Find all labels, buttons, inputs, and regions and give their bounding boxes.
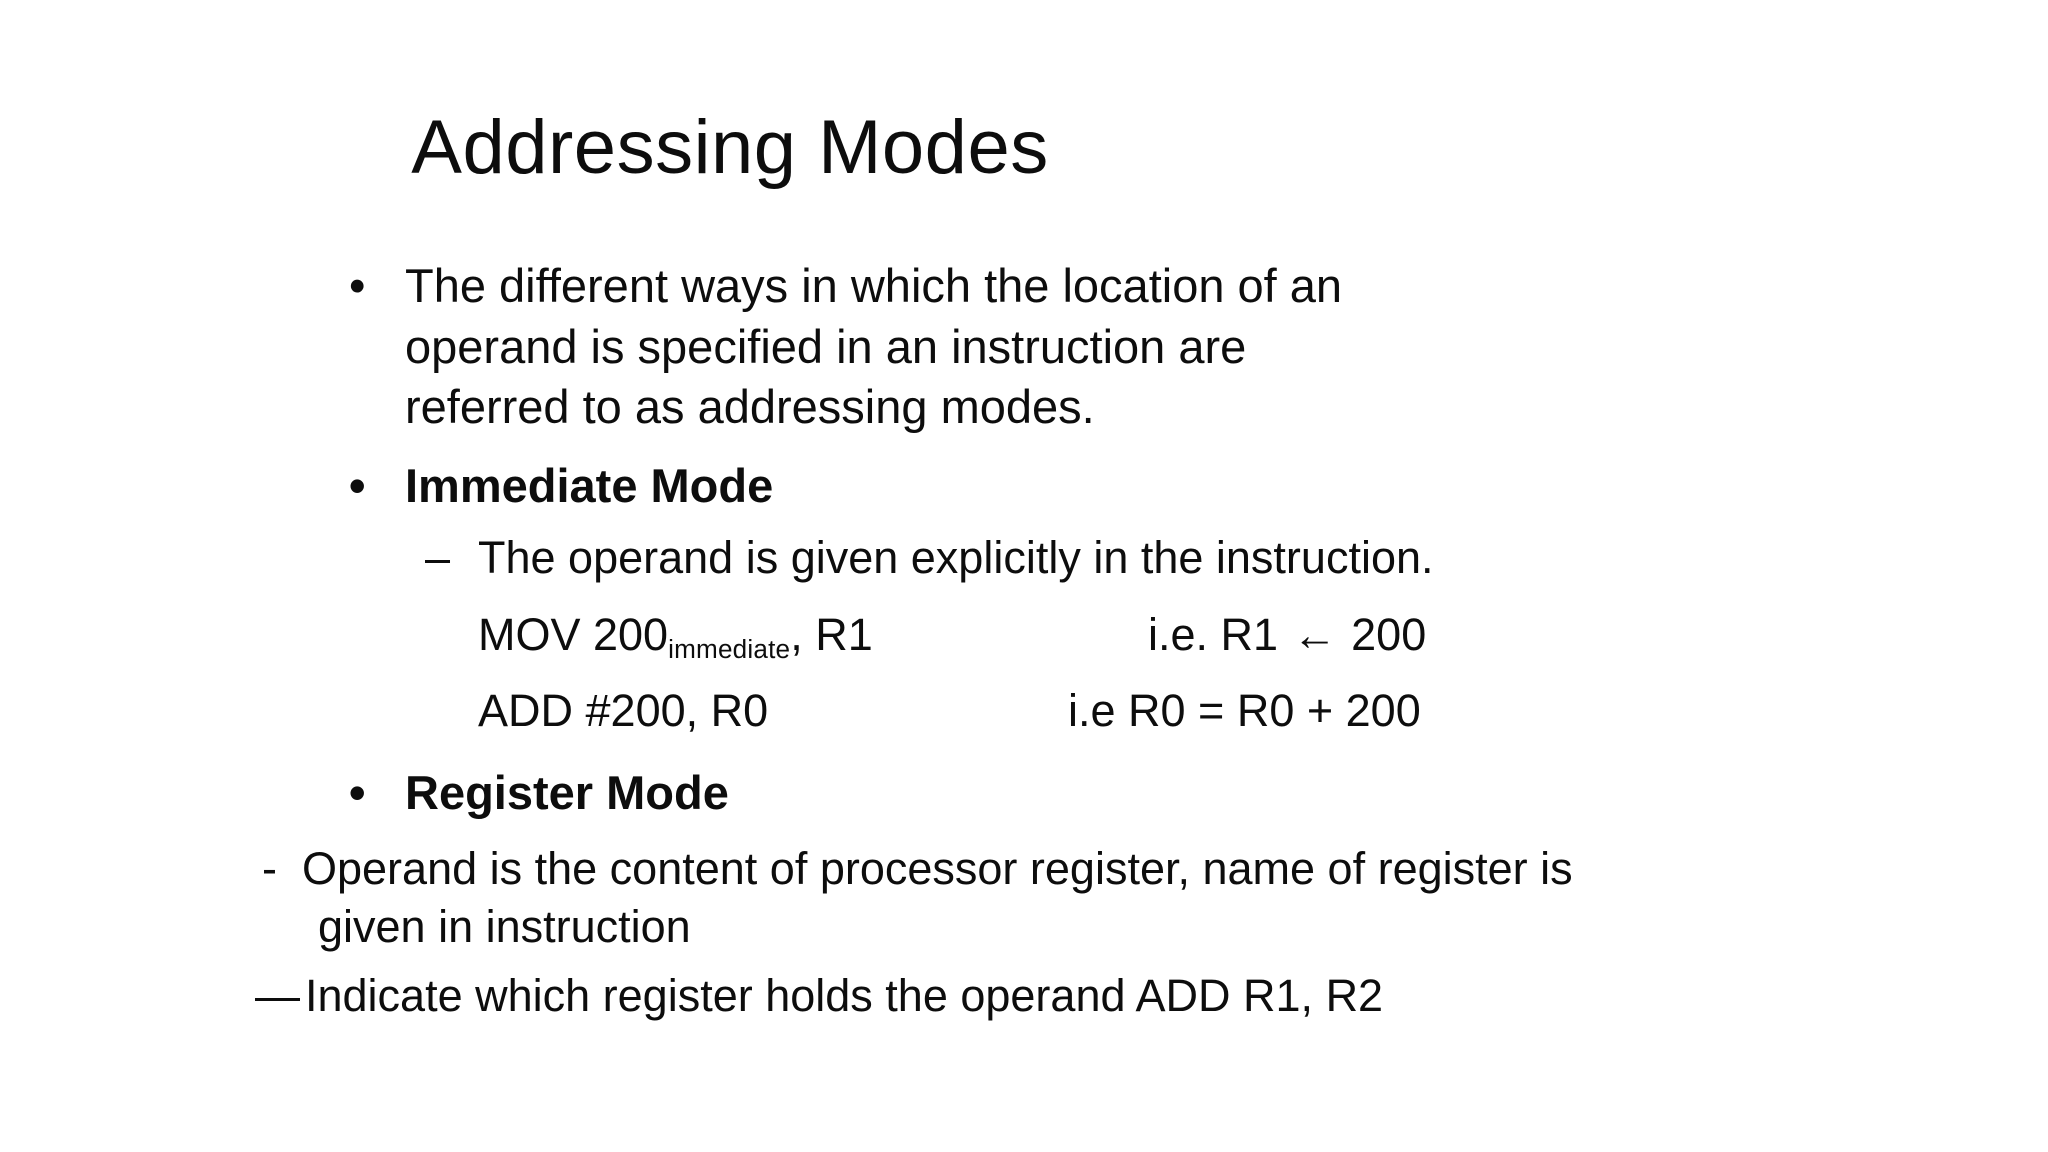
dash-marker-icon: –	[425, 531, 451, 583]
example-mov-comment: i.e. R1 ← 200	[1148, 597, 1426, 674]
spacer	[0, 587, 2048, 597]
page-title: Addressing Modes	[411, 105, 1049, 190]
bullet-register-mode: • Register Mode	[0, 763, 2048, 824]
register-mode-line-1-continuation-text: given in instruction	[318, 901, 691, 953]
bullet-intro-text: The different ways in which the location…	[405, 259, 1343, 434]
spacer	[0, 749, 2048, 763]
slide-body: • The different ways in which the locati…	[0, 256, 2048, 1025]
em-dash-marker-icon: —	[255, 969, 300, 1021]
register-mode-line-2: — Indicate which register holds the oper…	[0, 967, 2048, 1026]
spacer	[0, 438, 2048, 456]
example-add-comment: i.e R0 = R0 + 200	[1068, 685, 1421, 736]
example-mov-prefix: MOV 200	[478, 609, 669, 660]
example-line-mov: MOV 200immediate, R1 i.e. R1 ← 200	[0, 597, 2048, 673]
register-mode-line-1-text: Operand is the content of processor regi…	[302, 842, 1573, 894]
example-mov-subscript: immediate	[668, 633, 791, 664]
bullet-marker-icon: •	[349, 766, 366, 819]
register-mode-line-2-text: Indicate which register holds the operan…	[305, 969, 1384, 1021]
spacer	[0, 517, 2048, 529]
bullet-immediate-mode: • Immediate Mode	[0, 456, 2048, 517]
example-add-instruction: ADD #200, R0	[478, 685, 769, 736]
spacer	[0, 824, 2048, 840]
register-mode-line-1: - Operand is the content of processor re…	[0, 840, 2048, 899]
sub-bullet-immediate-operand: – The operand is given explicitly in the…	[0, 529, 2048, 588]
example-mov-comment-prefix: i.e. R1	[1148, 609, 1291, 660]
register-mode-heading: Register Mode	[405, 766, 729, 819]
sub-bullet-immediate-operand-text: The operand is given explicitly in the i…	[478, 531, 1434, 583]
spacer	[0, 957, 2048, 967]
example-mov-comment-suffix: 200	[1338, 609, 1427, 660]
bullet-marker-icon: •	[349, 458, 366, 512]
bullet-marker-icon: •	[349, 259, 366, 312]
bullet-intro: • The different ways in which the locati…	[0, 256, 2048, 438]
example-line-add: ADD #200, R0 i.e R0 = R0 + 200	[0, 673, 2048, 749]
hyphen-marker-icon: -	[262, 842, 277, 894]
left-arrow-icon: ←	[1292, 611, 1337, 660]
example-mov-suffix: , R1	[790, 609, 873, 660]
immediate-mode-heading: Immediate Mode	[405, 458, 774, 512]
register-mode-line-1-continuation: given in instruction	[0, 898, 2048, 957]
example-mov-instruction: MOV 200immediate, R1	[478, 597, 873, 679]
